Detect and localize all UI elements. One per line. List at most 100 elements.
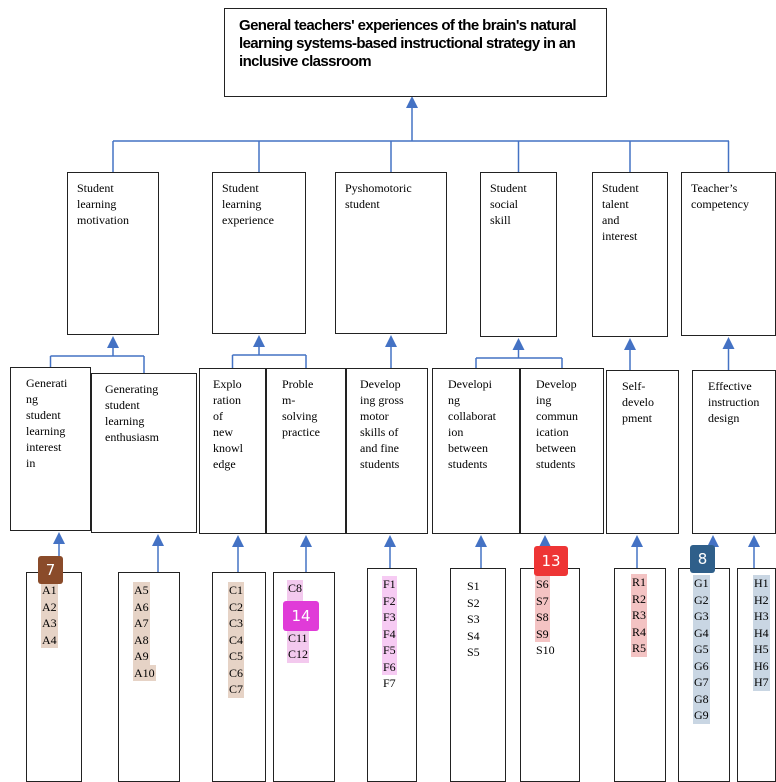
theme-box <box>592 172 668 337</box>
theme-box <box>212 172 306 334</box>
code-item: S4 <box>467 628 480 643</box>
subtheme-box <box>520 368 604 534</box>
theme-label: Student learning motivation <box>77 181 129 227</box>
arrow-head <box>624 338 636 350</box>
subtheme-label: Self- develo pment <box>622 379 654 425</box>
code-item: R5 <box>631 640 648 657</box>
theme-box <box>480 172 557 337</box>
code-item: C12 <box>287 646 310 663</box>
arrow-head <box>475 535 487 547</box>
code-item: A3 <box>41 615 58 632</box>
code-item: G5 <box>693 641 710 658</box>
code-item: G9 <box>693 707 710 724</box>
subtheme-box <box>91 373 197 533</box>
arrow-head <box>253 335 265 347</box>
arrow-head <box>722 337 735 349</box>
code-item: R1 <box>631 574 648 591</box>
code-item: H1 <box>753 575 770 592</box>
code-box <box>367 568 417 782</box>
code-item: A2 <box>41 598 58 615</box>
arrow-head <box>631 535 643 547</box>
subtheme-label: Explo ration of new knowl edge <box>213 377 243 471</box>
code-item: C7 <box>228 681 245 698</box>
arrow-head <box>512 338 525 350</box>
code-item: F2 <box>382 592 397 609</box>
code-item: A9 <box>133 648 150 665</box>
arrow-head <box>539 535 551 547</box>
subtheme-box <box>692 370 776 534</box>
theme-label: Student social skill <box>490 181 527 227</box>
arrow-head <box>232 535 244 547</box>
subtheme-label: Develop ing gross motor skills of and fi… <box>360 377 404 471</box>
code-item: F7 <box>383 676 396 690</box>
code-item: R3 <box>631 607 648 624</box>
arrow-head <box>707 535 719 547</box>
code-item: C6 <box>228 664 245 681</box>
subtheme-box <box>199 368 266 534</box>
code-item: S1 <box>467 579 480 593</box>
code-item: R2 <box>631 590 648 607</box>
code-item: C1 <box>228 582 245 599</box>
code-item: C8 <box>287 580 304 597</box>
theme-label: Student learning experience <box>222 181 274 227</box>
code-item: R4 <box>631 623 648 640</box>
code-item: G2 <box>693 591 710 608</box>
code-item: S3 <box>467 612 480 626</box>
code-item: H6 <box>753 657 770 674</box>
theme-box <box>67 172 159 335</box>
code-item: F6 <box>382 658 397 675</box>
code-item: H5 <box>753 641 770 658</box>
code-item: H4 <box>753 624 770 641</box>
code-item: G4 <box>693 624 710 641</box>
theme-label: Teacher’s competency <box>691 181 749 211</box>
code-item: A7 <box>133 615 150 632</box>
annotation-badge: 8 <box>690 545 715 573</box>
subtheme-label: Proble m- solving practice <box>282 377 320 439</box>
subtheme-box <box>346 368 428 534</box>
subtheme-box <box>10 367 91 531</box>
subtheme-label: Generati ng student learning interest in <box>26 376 68 470</box>
arrow-head <box>384 535 396 547</box>
arrow-head <box>107 336 119 348</box>
arrow-head <box>406 96 418 108</box>
arrow-head <box>152 534 164 546</box>
subtheme-label: Effective instruction design <box>708 379 760 425</box>
code-item: S9 <box>535 625 550 642</box>
arrow-head <box>53 532 65 544</box>
theme-label: Pyshomotoric student <box>345 181 412 211</box>
code-item: C2 <box>228 598 245 615</box>
code-item: C4 <box>228 631 245 648</box>
code-item: S6 <box>535 576 550 593</box>
code-item: C5 <box>228 648 245 665</box>
annotation-badge: 14 <box>283 601 319 631</box>
subtheme-box <box>266 368 346 534</box>
theme-label: Student talent and interest <box>602 181 639 243</box>
subtheme-label: Develop ing commun ication between stude… <box>536 377 578 471</box>
code-item: A5 <box>133 582 150 599</box>
arrow-head <box>385 335 397 347</box>
subtheme-label: Generating student learning enthusiasm <box>105 382 159 444</box>
code-item: A8 <box>133 631 150 648</box>
subtheme-box <box>432 368 520 534</box>
code-item: F5 <box>382 642 397 659</box>
code-item: G6 <box>693 657 710 674</box>
code-item: F3 <box>382 609 397 626</box>
code-box <box>450 568 506 782</box>
theme-box <box>681 172 776 336</box>
arrow-head <box>748 535 760 547</box>
code-item: F4 <box>382 625 397 642</box>
code-item: S8 <box>535 609 550 626</box>
code-item: A10 <box>133 664 156 681</box>
code-item: G1 <box>693 575 710 592</box>
code-item: S7 <box>535 592 550 609</box>
arrow-head <box>300 535 312 547</box>
